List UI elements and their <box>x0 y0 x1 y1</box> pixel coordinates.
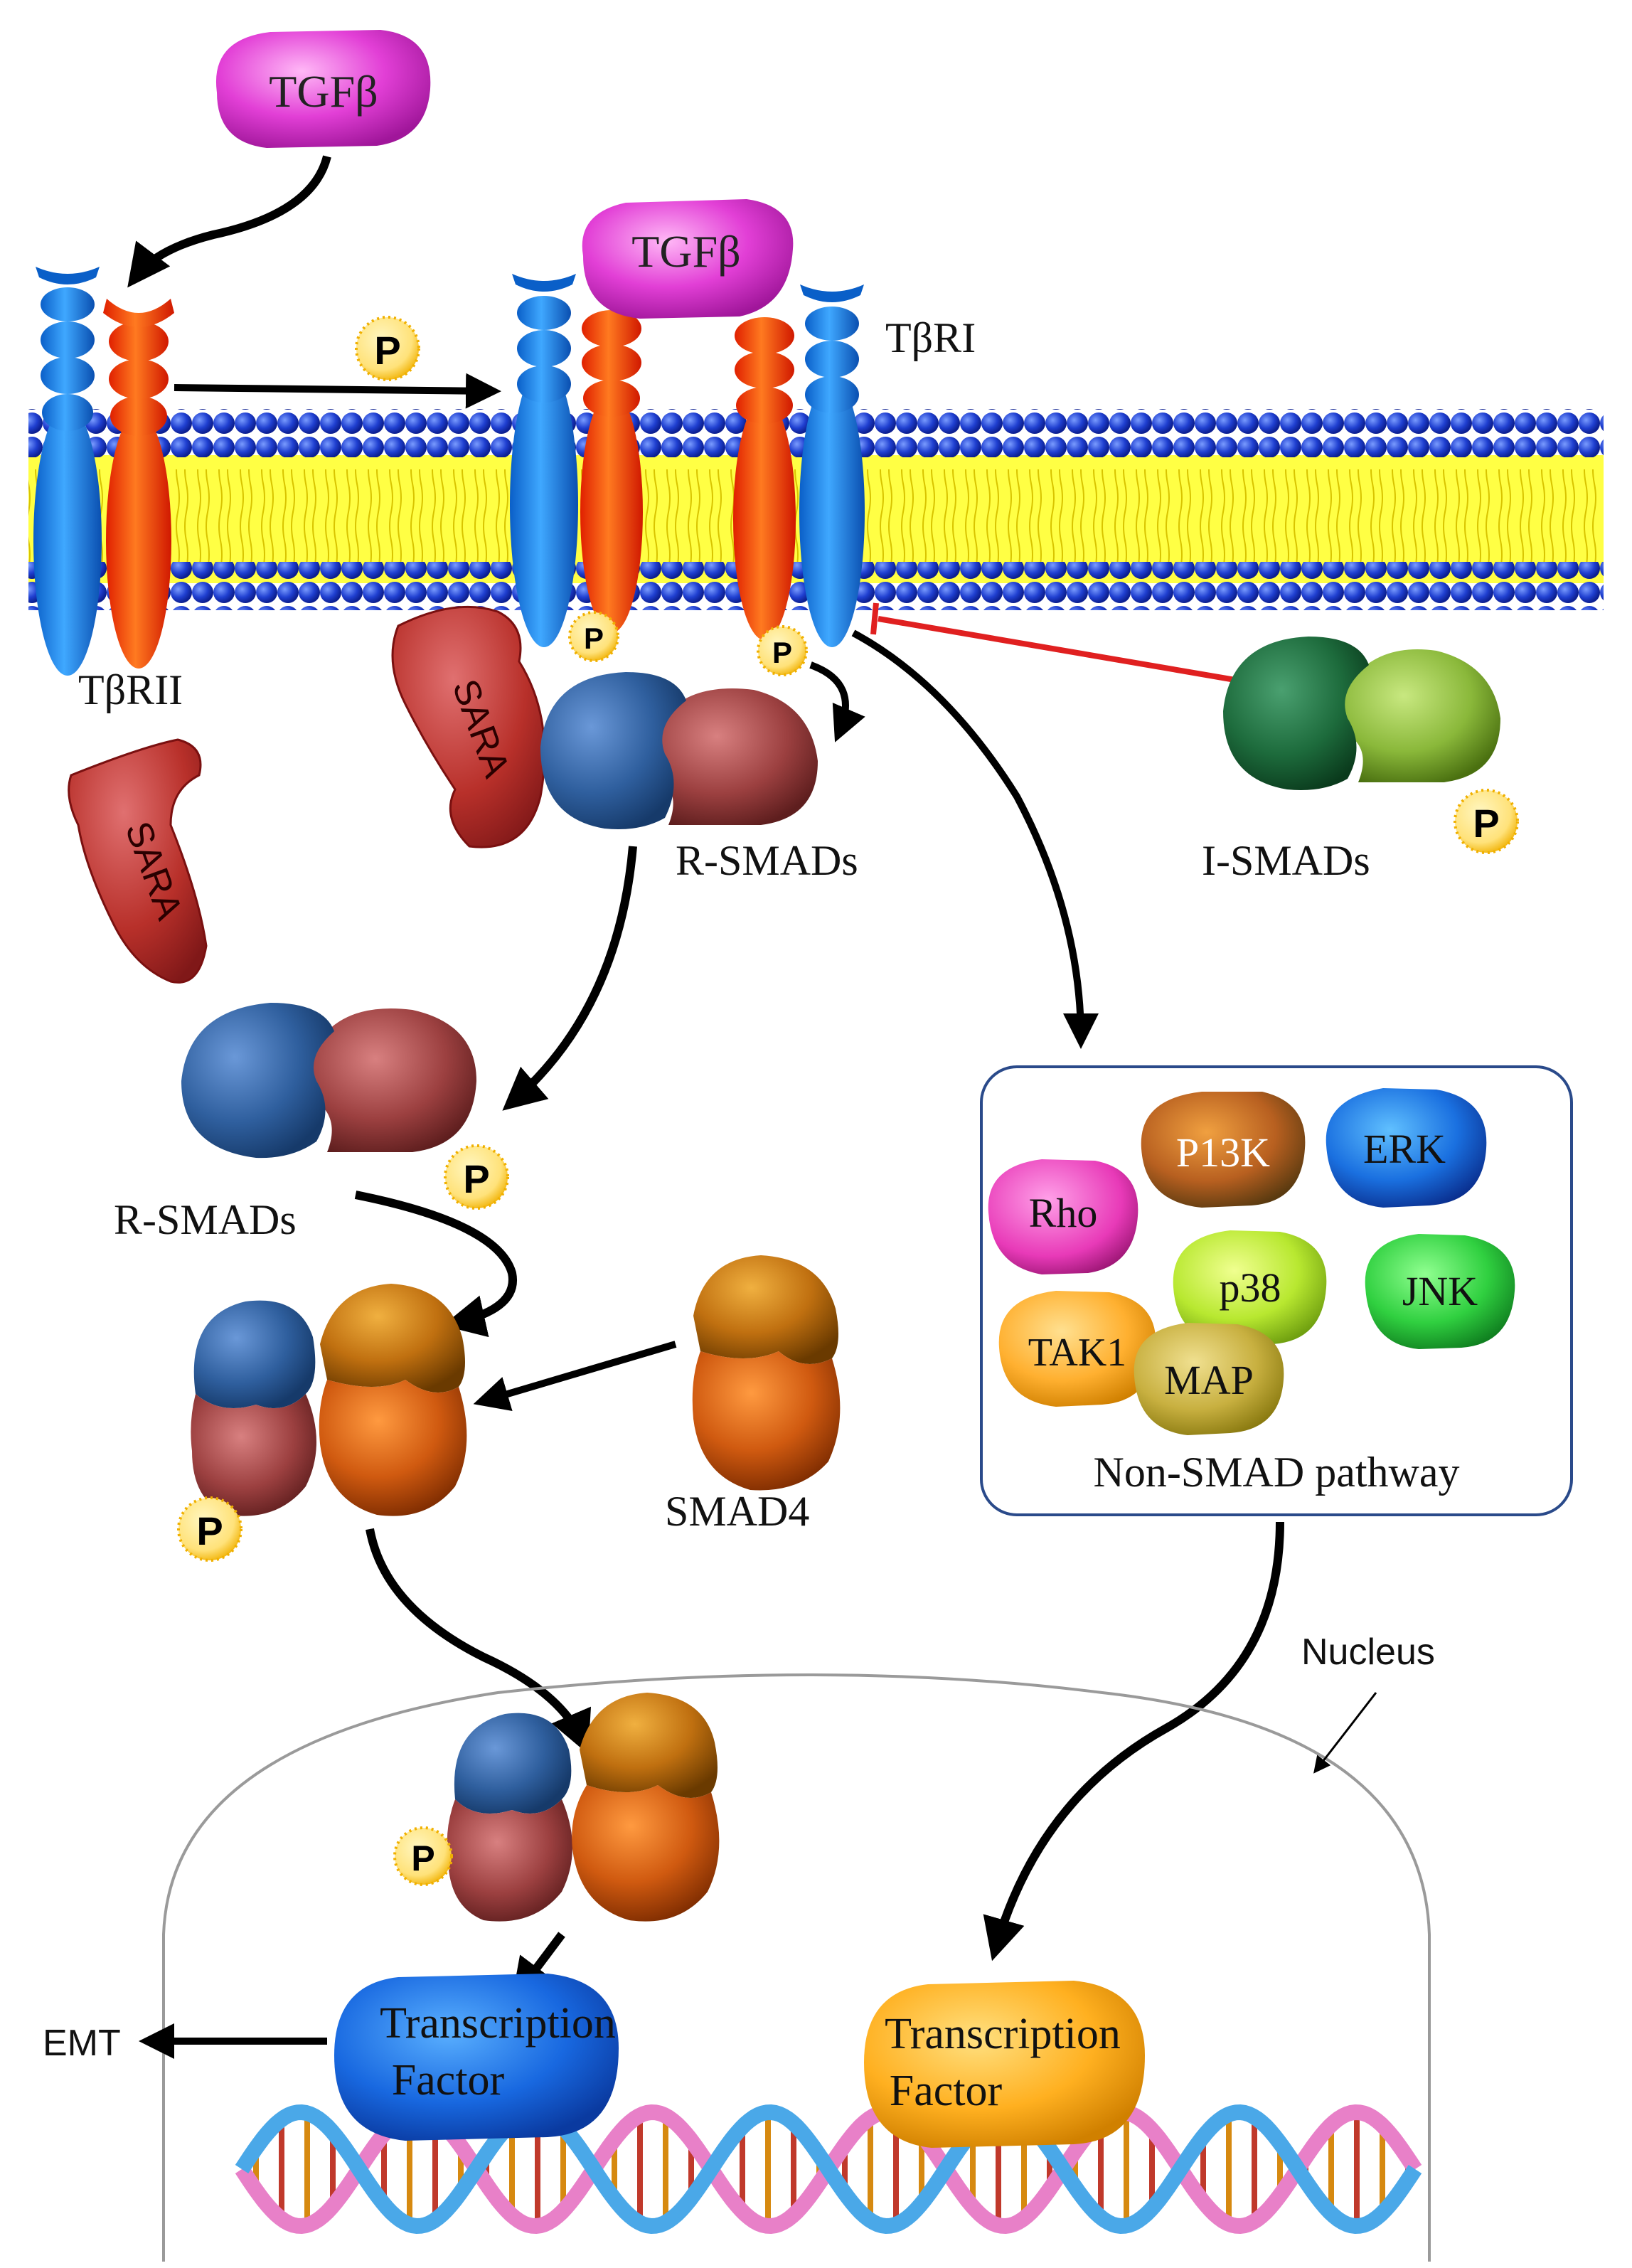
rsmads-receptor-label: R-SMADs <box>676 837 858 884</box>
inhibition-line-ismads <box>878 616 1252 686</box>
receptor-active-complex: TGFβ <box>510 199 865 647</box>
rsmads-receptor-bound <box>540 672 818 829</box>
phospho-badge-receptor-right: P <box>757 625 808 676</box>
tgfb-free-label: TGFβ <box>269 66 378 117</box>
svg-text:P: P <box>463 1156 489 1201</box>
tf-smad-label-line1: Transcription <box>380 1999 616 2048</box>
nuclear-smad-complex <box>447 1693 720 1922</box>
nucleus-label: Nucleus <box>1301 1631 1435 1673</box>
ismads-label: I-SMADs <box>1202 837 1370 884</box>
arrow-rsmads-phosphorylation <box>809 661 865 742</box>
arrow-complex-to-nucleus <box>366 1528 592 1755</box>
ismads-protein <box>1223 637 1500 790</box>
kinase-erk: ERK <box>1326 1088 1487 1208</box>
phospho-badge-rsmads: P <box>444 1144 509 1210</box>
svg-text:P: P <box>1473 801 1499 846</box>
tbrii-label: TβRII <box>78 666 183 713</box>
kinase-map-label: MAP <box>1164 1357 1254 1403</box>
arrow-non-smad-to-nucleus <box>983 1521 1284 1961</box>
tf-non-smad-label-line1: Transcription <box>885 2010 1121 2058</box>
smad4-protein <box>692 1255 841 1491</box>
kinase-p38-label: p38 <box>1220 1265 1281 1311</box>
tbri-receptor-outer-right <box>799 284 865 647</box>
kinase-tak1-label: TAK1 <box>1028 1331 1127 1375</box>
kinase-p13k-label: P13K <box>1176 1129 1270 1176</box>
tbri-receptor-outer-left <box>510 274 578 647</box>
phospho-badge-activation: P <box>355 316 420 381</box>
transcription-factor-smad: Transcription Factor <box>334 1974 619 2141</box>
nucleus-envelope <box>162 1673 1431 2262</box>
phospho-badge-complex: P <box>177 1496 242 1562</box>
kinase-map: MAP <box>1134 1323 1284 1435</box>
arrow-smad4-joins-complex <box>473 1341 677 1412</box>
tgfb-ligand-free: TGFβ <box>215 30 431 148</box>
tgfb-ligand-bound: TGFβ <box>582 199 794 319</box>
arrow-tgfb-binds-receptor <box>127 155 331 288</box>
smad4-label: SMAD4 <box>665 1488 809 1535</box>
tgfb-bound-label: TGFβ <box>631 226 740 277</box>
non-smad-pathway-box: P13K ERK Rho p38 JNK TAK1 MAP Non-SMAD p… <box>980 1065 1573 1516</box>
sara-protein-free: SARA <box>68 738 208 984</box>
svg-text:P: P <box>411 1838 434 1878</box>
dna-strand-b <box>235 2104 1422 2235</box>
tf-non-smad-label-line2: Factor <box>890 2067 1003 2115</box>
phospho-badge-ismads: P <box>1454 789 1519 854</box>
inhibition-bar <box>870 602 879 635</box>
phospho-badge-nuclear: P <box>393 1826 453 1886</box>
kinase-jnk-label: JNK <box>1402 1268 1478 1314</box>
kinase-p13k: P13K <box>1141 1092 1306 1208</box>
tbrii-receptor-inner-right <box>733 317 796 640</box>
tbri-receptor-left <box>33 267 102 676</box>
kinase-rho: Rho <box>988 1159 1138 1274</box>
non-smad-label: Non-SMAD pathway <box>1094 1449 1460 1496</box>
nucleus-pointer-line <box>1313 1692 1377 1774</box>
svg-text:P: P <box>584 622 604 655</box>
kinase-p38: p38 <box>1173 1230 1327 1346</box>
tf-smad-label-line2: Factor <box>392 2056 505 2104</box>
phospho-badge-receptor-left: P <box>568 611 619 662</box>
tbri-label: TβRI <box>885 314 976 361</box>
sara-protein-bound: SARA <box>391 605 546 848</box>
rsmads-phospho-label: R-SMADs <box>114 1196 297 1243</box>
rsmad-smad4-complex <box>191 1284 467 1516</box>
arrow-rsmads-release <box>502 846 637 1111</box>
rsmads-phosphorylated <box>181 1003 476 1159</box>
arrow-rsmads-to-complex <box>354 1191 517 1338</box>
arrow-receptor-activation <box>174 373 501 409</box>
kinase-rho-label: Rho <box>1029 1190 1098 1236</box>
arrow-receptor-to-non-smad <box>851 629 1099 1049</box>
kinase-tak1: TAK1 <box>998 1291 1156 1407</box>
svg-text:P: P <box>772 636 792 669</box>
kinase-erk-label: ERK <box>1363 1126 1446 1172</box>
kinase-jnk: JNK <box>1365 1234 1515 1349</box>
emt-label: EMT <box>43 2023 121 2064</box>
svg-text:P: P <box>196 1508 223 1553</box>
tbrii-receptor-left <box>103 299 174 669</box>
transcription-factor-non-smad: Transcription Factor <box>864 1981 1145 2148</box>
tbrii-receptor-inner-left <box>580 310 643 633</box>
receptor-tbrii-inactive-pair <box>33 267 174 676</box>
svg-text:P: P <box>374 328 400 373</box>
